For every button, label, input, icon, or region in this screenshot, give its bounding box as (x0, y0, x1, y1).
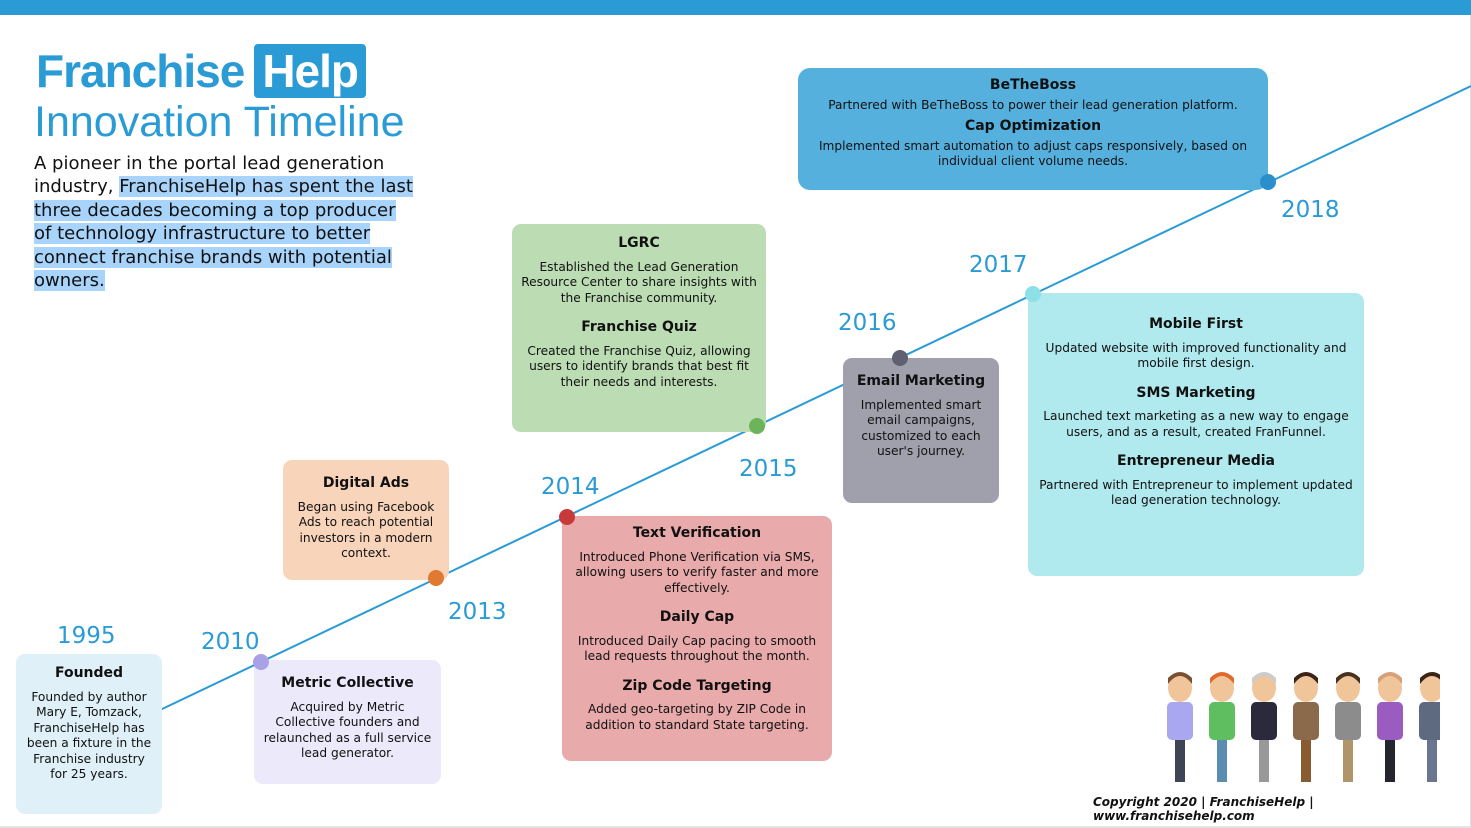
year-label: 2013 (448, 599, 507, 625)
event-description: Established the Lead Generation Resource… (521, 259, 757, 305)
event-title: Entrepreneur Media (1117, 453, 1275, 469)
event-title: BeTheBoss (989, 77, 1077, 93)
event-description: Launched text marketing as a new way to … (1043, 409, 1349, 439)
event-title: Metric Collective (281, 675, 414, 691)
logo-text: Franchise (36, 45, 245, 97)
year-label: 2015 (739, 456, 798, 482)
event-description: Created the Franchise Quiz, allowing use… (527, 343, 751, 389)
event-description: Updated website with improved functional… (1045, 340, 1347, 371)
event-title: Cap Optimization (964, 118, 1102, 134)
logo-box: Help (254, 44, 366, 98)
year-label: 2017 (969, 252, 1028, 278)
event-title: SMS Marketing (1136, 384, 1256, 401)
event-description: Began using Facebook Ads to reach potent… (297, 499, 435, 561)
person-figure (1167, 672, 1193, 782)
event-title: Email Marketing (856, 373, 986, 389)
event-description: Founded by author Mary E, Tomzack, Franc… (26, 689, 152, 782)
event-title: Daily Cap (659, 609, 735, 625)
page-title: Innovation Timeline (34, 98, 405, 146)
event-title: Franchise Quiz (581, 319, 697, 335)
person-figure (1293, 672, 1319, 782)
timeline-dot-2013 (428, 570, 444, 586)
event-title: Digital Ads (322, 475, 410, 491)
person-figure (1377, 672, 1403, 782)
people-illustration (1167, 672, 1440, 782)
year-label: 2018 (1281, 197, 1340, 223)
event-description: Implemented smart email campaigns, custo… (860, 397, 982, 459)
timeline-dot-2016 (892, 350, 908, 366)
bottom-border (0, 826, 1471, 828)
person-figure (1251, 672, 1277, 782)
event-title: LGRC (618, 235, 660, 251)
person-figure (1419, 672, 1440, 782)
year-label: 1995 (57, 623, 116, 649)
event-description: Partnered with BeTheBoss to power their … (828, 97, 1238, 112)
event-description: Implemented smart automation to adjust c… (818, 138, 1248, 169)
event-description: Partnered with Entrepreneur to implement… (1039, 477, 1353, 508)
event-card-2015: LGRC Established the Lead Generation Reso… (512, 224, 766, 432)
event-description: Introduced Daily Cap pacing to smooth le… (577, 633, 817, 664)
intro-plain: A pioneer in the portal lead generation … (34, 153, 385, 198)
intro-text: A pioneer in the portal lead generation … (34, 152, 414, 292)
timeline-dot-2015 (749, 418, 765, 434)
timeline-dot-2018 (1260, 174, 1276, 190)
person-figure (1209, 672, 1235, 782)
timeline-path (159, 85, 1471, 711)
event-title: Zip Code Targeting (622, 677, 772, 694)
event-description: Acquired by Metric Collective founders a… (263, 699, 432, 761)
year-label: 2016 (838, 310, 897, 336)
event-description: Added geo-targeting by ZIP Code in addit… (585, 702, 809, 732)
event-title: Founded (54, 665, 124, 681)
timeline-dot-2014 (559, 509, 575, 525)
event-title: Text Verification (632, 525, 762, 541)
timeline-dot-2017 (1025, 286, 1041, 302)
timeline-dot-2010 (253, 654, 269, 670)
year-label: 2014 (541, 474, 600, 500)
top-bar (0, 0, 1471, 15)
event-description: Introduced Phone Verification via SMS, a… (575, 549, 819, 595)
copyright: Copyright 2020 | FranchiseHelp | www.fra… (1093, 795, 1314, 823)
year-label: 2010 (201, 629, 260, 655)
event-title: Mobile First (1149, 316, 1243, 332)
person-figure (1335, 672, 1361, 782)
